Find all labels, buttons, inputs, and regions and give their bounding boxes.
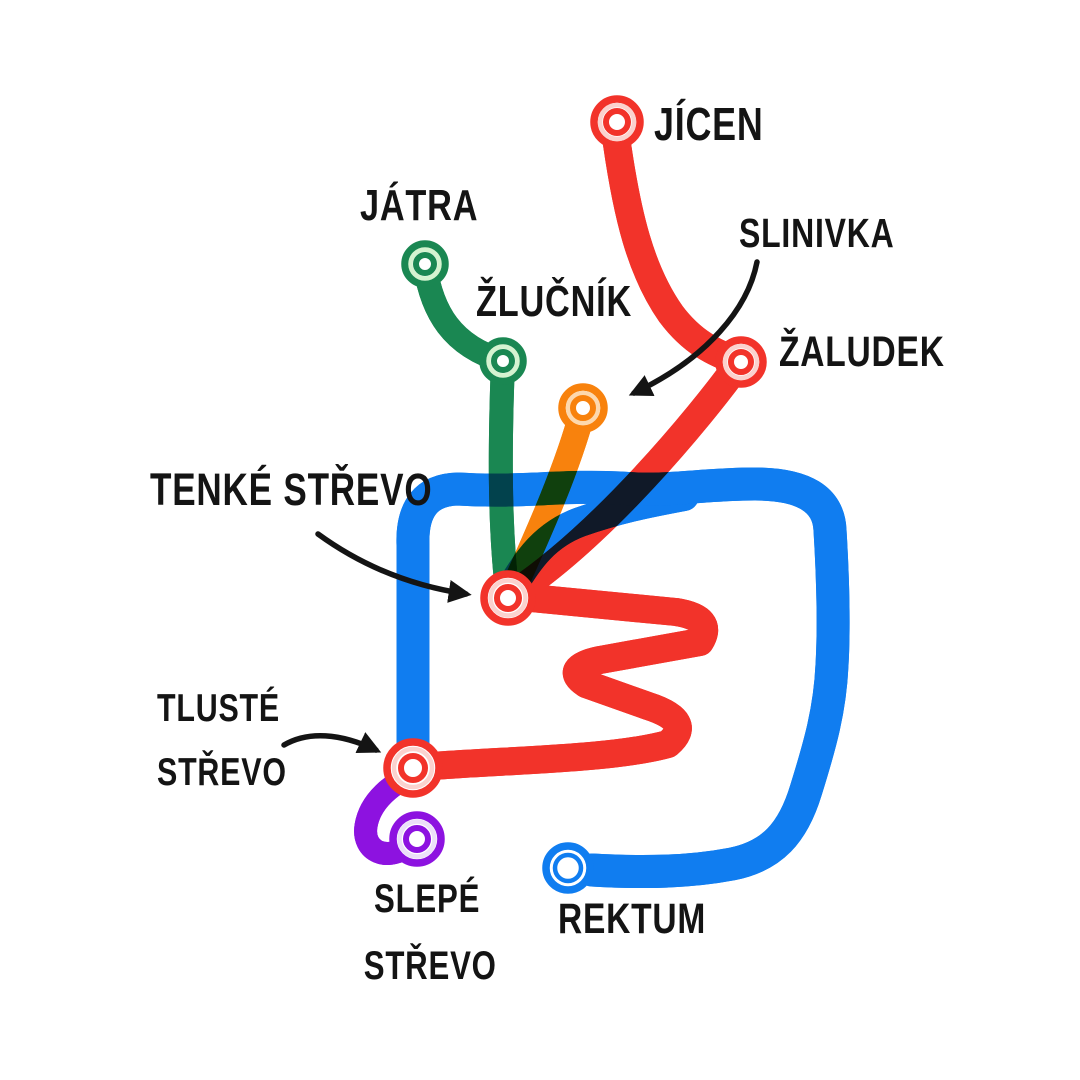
rektum-label: REKTUM	[558, 895, 707, 943]
slepe-strevo-label-line1: SLEPÉ	[374, 877, 481, 921]
jatra-station	[401, 240, 449, 288]
tluste-strevo-junction-station	[383, 738, 443, 798]
tenke-strevo-label: TENKÉ STŘEVO	[150, 464, 433, 515]
slepe-strevo-label: SLEPÉ STŘEVO	[345, 877, 510, 1008]
blue-line-large-intestine	[413, 467, 833, 872]
tluste-strevo-label-line2: STŘEVO	[157, 751, 287, 794]
jicen-label: JÍCEN	[654, 98, 764, 150]
red-line-esophagus-stomach-small-intestine	[406, 130, 754, 781]
slinivka-arrow	[628, 259, 760, 397]
zaludek-label: ŽALUDEK	[779, 328, 945, 376]
jatra-label: JÁTRA	[360, 181, 479, 230]
zlucnik-station	[479, 337, 527, 385]
tenke-strevo-arrow	[315, 531, 472, 603]
slinivka-label: SLINIVKA	[739, 210, 895, 256]
tluste-strevo-arrow	[281, 732, 382, 754]
tluste-strevo-label-line1: TLUSTÉ	[157, 687, 280, 730]
slepe-strevo-label-line2: STŘEVO	[363, 944, 497, 988]
rektum-station	[542, 842, 594, 894]
zaludek-station	[715, 336, 767, 388]
slinivka-station	[558, 383, 608, 433]
slepe-strevo-station	[389, 811, 445, 867]
jicen-station	[590, 95, 644, 149]
tenke-strevo-station	[480, 570, 536, 626]
zlucnik-label: ŽLUČNÍK	[476, 277, 633, 326]
tluste-strevo-label: TLUSTÉ STŘEVO	[157, 687, 287, 815]
